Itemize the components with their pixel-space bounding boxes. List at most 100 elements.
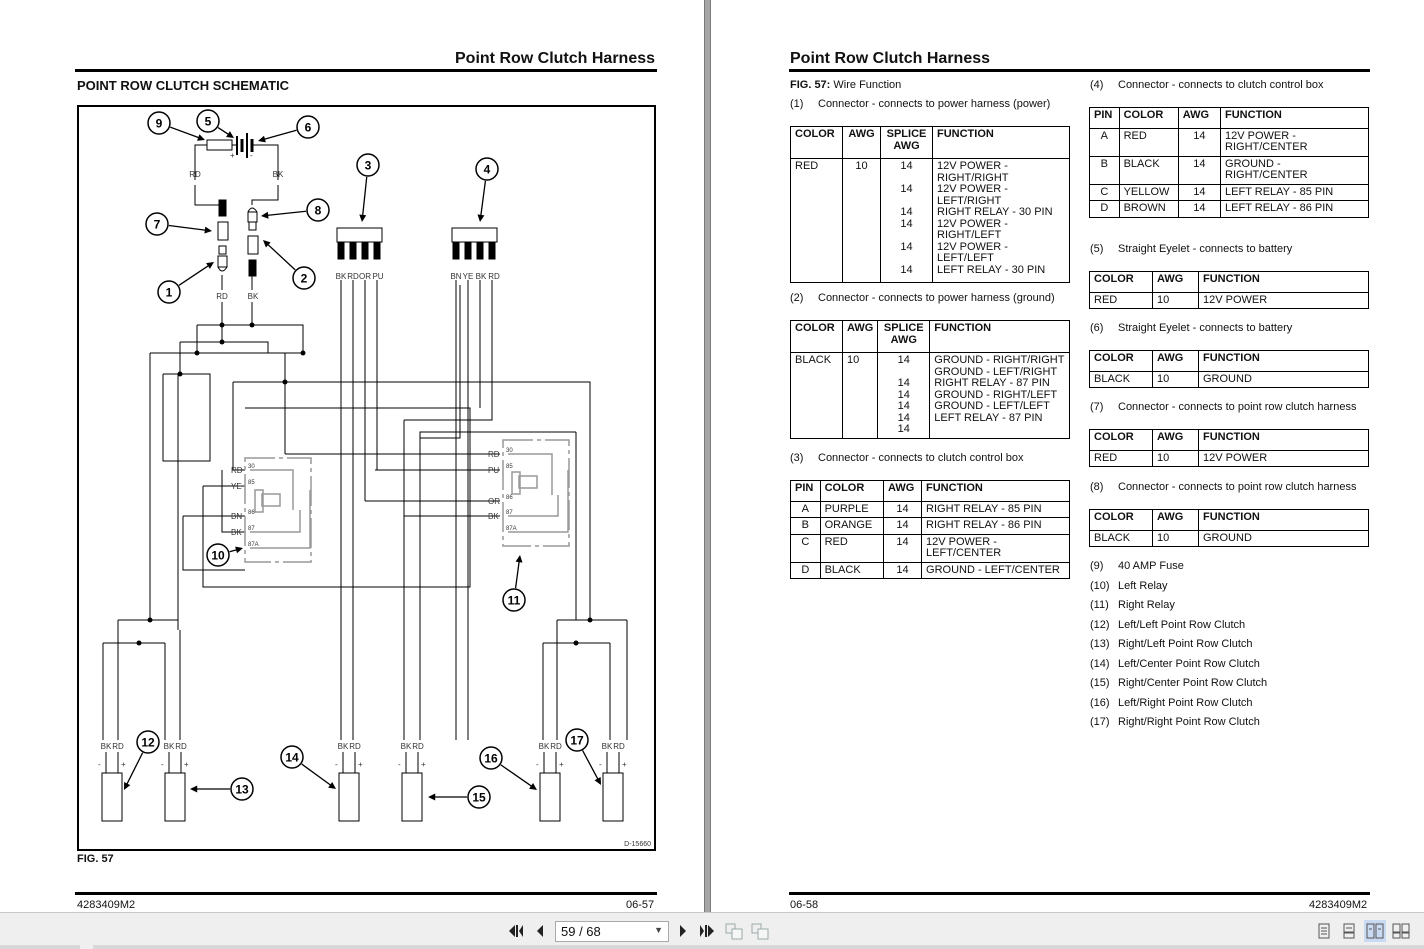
last-page-button[interactable] [697,921,717,941]
clutch-wire-label: BK [539,742,550,751]
item-7-desc: (7)Connector - connects to point row clu… [1090,401,1357,413]
callout-circle [502,588,526,612]
callout-arrowhead [235,546,243,554]
legend-item: (9)40 AMP Fuse [1090,560,1184,572]
callout-circle [467,785,491,809]
item-4-desc: (4)Connector - connects to clutch contro… [1090,79,1324,91]
single-page-icon [1318,923,1330,939]
clutch-wire-label: + [421,760,426,769]
facing-pages-icon [1366,923,1384,939]
callout-number: 6 [305,121,312,135]
callout-number: 4 [484,163,491,177]
callout-circle [157,280,181,304]
wire-label: PU [488,466,499,475]
header-rule-right [789,69,1370,72]
footer-doc-number-right: 4283409M2 [1309,899,1368,911]
relay-pin-label: 30 [506,448,513,454]
minus-label: - [250,151,253,160]
continuous-facing-icon [1392,923,1410,939]
header-rule [75,69,657,72]
callout-arrowhead [261,211,269,219]
single-page-view-button[interactable] [1313,920,1335,942]
legend-item: (17)Right/Right Point Row Clutch [1090,716,1260,728]
first-page-button[interactable] [506,921,526,941]
callout-leader [500,764,533,788]
clutch-wire-label: RD [175,742,187,751]
clutch-wire-label: - [536,760,539,769]
status-strip [0,945,80,949]
continuous-facing-view-button[interactable] [1390,920,1412,942]
clutch-wire-label: - [161,760,164,769]
callout-leader [514,560,520,589]
clutch-wire-label: BK [101,742,112,751]
previous-view-button[interactable] [724,921,744,941]
callout-number: 16 [484,752,498,766]
callout-circle [145,212,169,236]
callout-arrowhead [477,214,485,222]
wire-label: BK [488,512,499,521]
item-5-desc: (5)Straight Eyelet - connects to battery [1090,243,1293,255]
table-item-1: COLOR AWG SPLICE AWG FUNCTION RED 10 14 … [790,126,1070,283]
wire-label: RD [231,466,243,475]
footer-page-number-right: 06-58 [790,899,819,911]
next-page-button[interactable] [673,921,693,941]
callout-number: 5 [205,115,212,129]
table-row: RED 10 14 14 14 14 14 14 12V POWER - RIG… [790,158,1070,283]
footer-doc-number: 4283409M2 [77,899,136,911]
figure-caption: FIG. 57 [77,853,114,865]
footer-page-number: 06-57 [626,899,655,911]
clutch-wire-label: BK [338,742,349,751]
table-header-row: PIN COLOR AWG FUNCTION [1089,107,1369,129]
facing-pages-view-button[interactable] [1364,920,1386,942]
callout-leader [582,750,599,781]
legend-item: (12)Left/Left Point Row Clutch [1090,618,1246,631]
callout-number: 1 [166,286,173,300]
page-number-select[interactable]: 59 / 68 ▼ [555,921,669,942]
footer-rule-right [789,892,1370,895]
legend-item: (13)Right/Left Point Row Clutch [1090,638,1253,650]
callout-leader [263,129,297,141]
legend-item: (14)Left/Center Point Row Clutch [1090,657,1260,670]
wire-label: RD [347,272,359,281]
clutch-wire-label: + [184,760,189,769]
section-title: POINT ROW CLUTCH SCHEMATIC [77,78,290,93]
callout-number: 12 [141,736,155,750]
drawing-id: D-15660 [624,841,651,848]
callout-leader [480,180,487,217]
wire-label: BK [476,272,487,281]
first-page-icon [509,925,523,937]
next-view-icon [751,923,769,940]
callout-arrowhead [328,781,336,789]
wire-label: BN [450,272,461,281]
previous-page-button[interactable] [530,921,550,941]
callout-leader [217,127,230,136]
table-row: BLACK 10 14 14 14 14 14 14 GROUND - RIGH… [790,352,1070,439]
callout-number: 13 [235,783,249,797]
relay-pin-label: 85 [506,464,513,470]
table-header-row: COLOR AWG SPLICE AWG FUNCTION [790,320,1070,353]
plus-label: + [230,151,235,160]
legend-list: (9)40 AMP Fuse (10)Left Relay (11)Right … [1090,560,1267,736]
callout-number: 17 [570,734,584,748]
callout-leader [170,126,200,139]
callout-circle [306,198,330,222]
item-6-desc: (6)Straight Eyelet - connects to battery [1090,322,1293,334]
callout-circle [296,115,320,139]
footer-rule [75,892,657,895]
next-view-button[interactable] [750,921,770,941]
page-indicator: 59 / 68 [561,924,601,939]
callout-circle [196,109,220,133]
continuous-view-button[interactable] [1338,920,1360,942]
relay-pin-label: 87 [248,526,255,532]
